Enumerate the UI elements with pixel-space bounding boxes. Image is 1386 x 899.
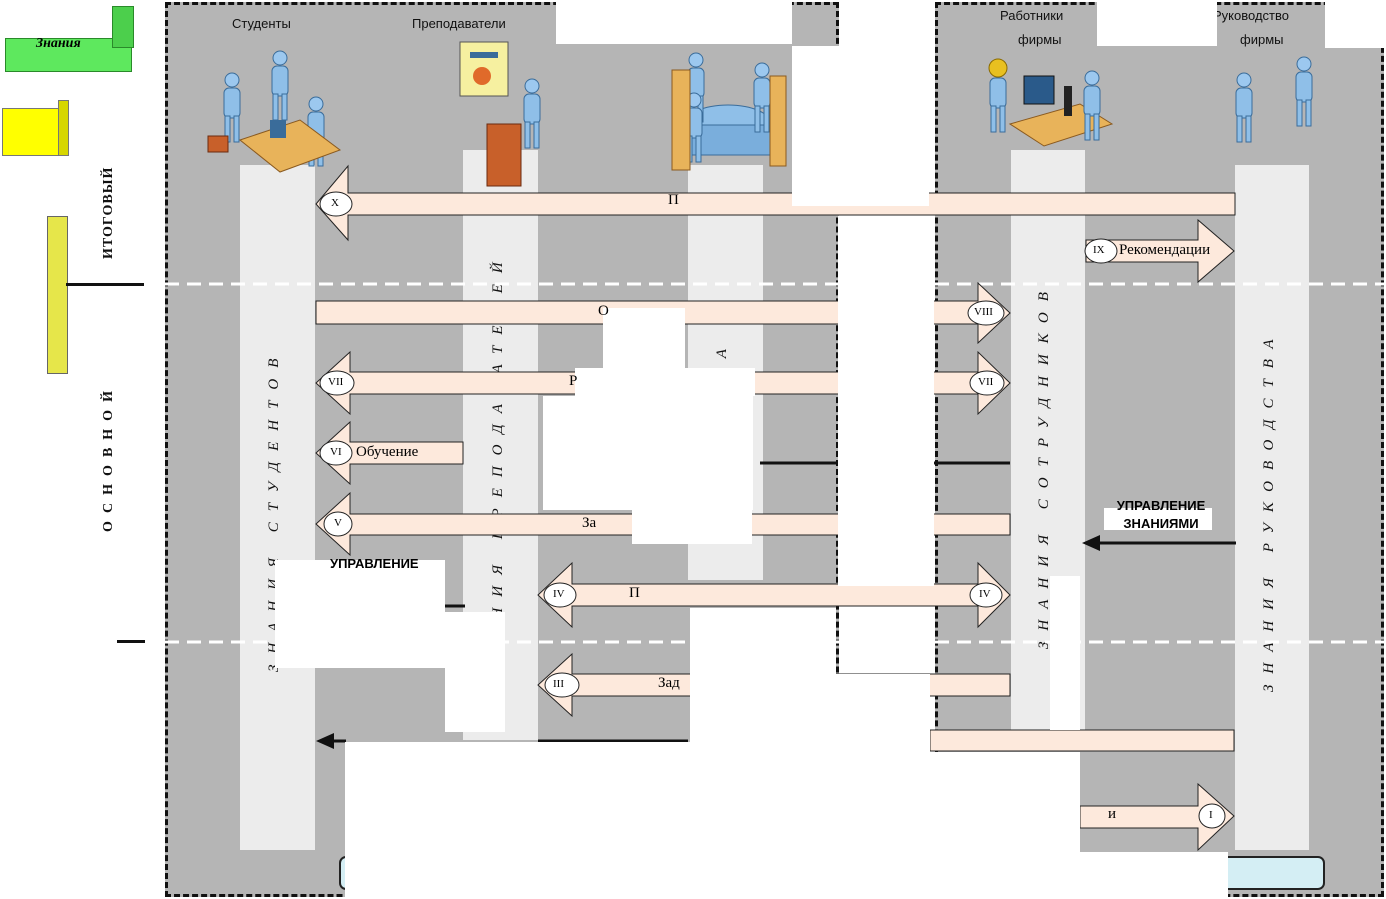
arrow-viii-text: О: [598, 303, 609, 319]
arrow-vi-num: VI: [330, 446, 342, 458]
occlusion-bottom-mid-2: [1050, 576, 1080, 730]
arrow-iii-num: III: [553, 678, 564, 690]
occlusion-bottom-left: [345, 742, 690, 899]
staff-figure: [988, 58, 1114, 147]
arrow-i-text: и: [1108, 806, 1117, 822]
arrow-vii-right-num: VII: [978, 376, 994, 388]
occlusion-km-label: [1104, 508, 1212, 530]
occlusion-center-d: [632, 510, 752, 544]
arrow-vi-text: Обучение: [356, 444, 419, 460]
students-lane: [240, 165, 315, 850]
legend-yellow-bar: [47, 216, 68, 374]
management-header: Руководство: [1213, 8, 1289, 23]
legend-tick: [117, 640, 145, 643]
students-figure: [207, 50, 342, 173]
occlusion-top-center: [556, 0, 792, 44]
arrow-x: [315, 164, 1236, 242]
occlusion-center-c: [543, 396, 753, 510]
arrow-vii-text: Р: [569, 373, 578, 389]
km-label-left: УПРАВЛЕНИЕ: [330, 556, 419, 571]
legend-yellow-cube-side: [58, 100, 69, 156]
km-label-right: УПРАВЛЕНИЕ ЗНАНИЯМИ: [1116, 498, 1206, 531]
arrow-iv-num: IV: [553, 588, 565, 600]
arrow-i-num: I: [1209, 809, 1213, 821]
arrow-ix-num: IX: [1093, 244, 1105, 256]
occlusion-center-low: [690, 674, 930, 898]
management-lane: [1235, 165, 1309, 850]
arrow-v-num: V: [334, 517, 342, 529]
occlusion-top-right-2: [1325, 0, 1386, 48]
staff-header: Работники: [1000, 8, 1064, 23]
arrow-x-num: X: [331, 197, 339, 209]
occlusion-center-a: [603, 308, 685, 368]
occlusion-mid-low: [690, 608, 836, 674]
arrow-iii-text: Зад: [658, 675, 680, 691]
occlusion-upper-mid: [792, 46, 929, 206]
legend-divider: [66, 283, 144, 286]
occlusion-left-low-2: [445, 612, 505, 732]
arrow-viii-num: VIII: [974, 306, 993, 318]
arrow-iv-right-num: IV: [979, 588, 991, 600]
occlusion-bottom-mid: [930, 752, 1080, 899]
legend-green-block: [5, 38, 132, 72]
arrow-ix-text: Рекомендации: [1119, 242, 1211, 258]
arrow-i: [1079, 782, 1235, 852]
management-figure: [1235, 56, 1313, 143]
management-subheader: фирмы: [1240, 32, 1284, 47]
students-header: Студенты: [232, 16, 291, 31]
arrow-vi: [315, 420, 464, 486]
arrow-ii-body: [929, 729, 1235, 752]
teachers-header: Преподаватели: [412, 16, 506, 31]
council-figure: [671, 52, 787, 171]
teacher-figure: [459, 41, 541, 187]
arrow-vii-num: VII: [328, 376, 344, 388]
occlusion-center-b: [575, 368, 755, 396]
occlusion-bottom-strip: [1080, 852, 1228, 899]
arrow-v-text: За: [582, 515, 597, 531]
arrow-iv: [537, 561, 1011, 629]
occlusion-top-right: [1097, 0, 1217, 46]
occlusion-left-low: [275, 560, 445, 668]
arrow-iv-text: П: [629, 585, 640, 601]
arrow-x-text: П: [668, 192, 679, 208]
occlusion-right-mid: [838, 216, 934, 586]
staff-subheader: фирмы: [1018, 32, 1062, 47]
legend-green-block-top: [112, 6, 134, 48]
legend-green-label: Знания: [36, 36, 81, 51]
